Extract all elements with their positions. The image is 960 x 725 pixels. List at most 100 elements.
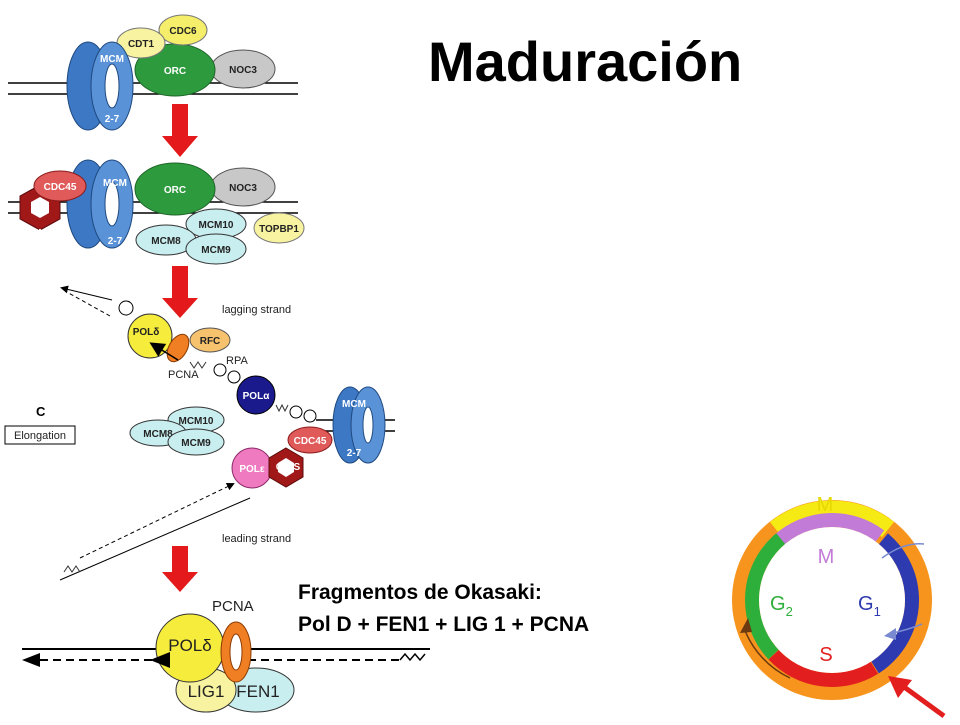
pol-delta-label: POLδ xyxy=(168,636,211,655)
pcna-label: PCNA xyxy=(168,369,199,381)
m-outer-label: M xyxy=(817,494,834,516)
mcm-ring-hole xyxy=(104,181,120,227)
gins-label: GINS xyxy=(276,462,301,473)
mcm-sub-label: 2-7 xyxy=(108,236,123,247)
primer-zigzag xyxy=(399,652,426,662)
s-phase-arc xyxy=(745,513,919,687)
mcm-sub-label: 2-7 xyxy=(105,114,120,125)
pointer-arrow-icon xyxy=(898,681,946,719)
mcm9-protein xyxy=(167,428,225,456)
okazaki-components: Pol D + FEN1 + LIG 1 + PCNA xyxy=(298,613,589,636)
checkpoint-arrowhead-icon xyxy=(884,628,896,640)
mcm-label: MCM xyxy=(103,178,127,189)
lagging-nascent-line xyxy=(64,290,111,317)
cdc45-label: CDC45 xyxy=(44,182,77,193)
mcm9-label: MCM9 xyxy=(201,245,231,256)
cell-cycle-center xyxy=(759,527,905,673)
cdc45-protein xyxy=(33,170,87,202)
gins-hexagon-hole xyxy=(31,197,49,218)
topbp1-protein xyxy=(253,212,305,244)
rpa-bead xyxy=(303,409,317,423)
mcm-ring-hole xyxy=(104,63,120,109)
orc-protein xyxy=(134,162,216,216)
mcm-ring-hole xyxy=(362,406,374,444)
cdc45-label: CDC45 xyxy=(294,436,327,447)
okazaki-title: Fragmentos de Okasaki: xyxy=(298,581,542,604)
pol-delta-arrow xyxy=(149,342,179,361)
lagging-strand-label: lagging strand xyxy=(222,304,291,316)
pol-epsilon-label: POLε xyxy=(239,464,265,475)
page-title: Maduración xyxy=(428,30,742,93)
fen1-label: FEN1 xyxy=(236,682,279,701)
down-arrow-icon xyxy=(162,104,198,157)
leading-template-line xyxy=(59,497,251,581)
gins-label: GINS xyxy=(28,228,53,239)
primer-zigzag xyxy=(275,403,289,413)
leading-nascent-line xyxy=(79,483,235,559)
mcm-label: MCM xyxy=(100,54,124,65)
noc3-label: NOC3 xyxy=(229,65,257,76)
cdc6-label: CDC6 xyxy=(169,26,197,37)
mcm10-label: MCM10 xyxy=(178,416,213,427)
down-arrow-icon xyxy=(162,546,198,592)
mcm-sub-label: 2-7 xyxy=(347,448,362,459)
cdt1-label: CDT1 xyxy=(128,39,155,50)
g2-phase-arc xyxy=(745,513,920,687)
rpa-bead xyxy=(213,363,227,377)
g2-label: G2 xyxy=(770,593,793,619)
mcm8-label: MCM8 xyxy=(143,429,173,440)
orc-label: ORC xyxy=(164,185,186,196)
lig1-label: LIG1 xyxy=(188,682,225,701)
pol-delta-label: POLδ xyxy=(133,327,160,338)
g1-label: G1 xyxy=(858,593,881,619)
elongation-label-box xyxy=(4,425,76,445)
rpa-label: RPA xyxy=(226,355,248,367)
pol-delta-direction-arrow xyxy=(150,652,170,668)
pol-alpha-protein xyxy=(236,375,276,415)
progression-arrowhead-icon xyxy=(740,618,752,633)
panel-letter: C xyxy=(36,404,46,419)
checkpoint-arrow-icon xyxy=(881,543,925,559)
mcm8-label: MCM8 xyxy=(151,236,181,247)
stage1-prerc-diagram: NOC3 ORC CDC6 CDT1 MCM 2-7 xyxy=(8,14,298,131)
rpa-bead xyxy=(227,370,241,384)
pointer-arrowhead-icon xyxy=(888,676,912,698)
down-arrow-icon xyxy=(162,266,198,318)
stage2-cmg-diagram: NOC3 ORC MCM10 MCM8 MCM9 TOPBP1 MCM 2-7 … xyxy=(8,159,305,265)
elongation-label: Elongation xyxy=(14,430,66,442)
g1-phase-arc xyxy=(745,513,919,687)
progression-arrow-icon xyxy=(743,627,791,679)
rpa-bead xyxy=(118,300,134,316)
cdc45-protein xyxy=(287,426,333,454)
noc3-label: NOC3 xyxy=(229,183,257,194)
arrowhead-icon xyxy=(22,653,40,667)
mcm10-label: MCM10 xyxy=(198,220,233,231)
cell-cycle-diagram: M M G2 G1 S xyxy=(732,494,946,719)
leading-strand-label: leading strand xyxy=(222,533,291,545)
gins-hexagon-hole xyxy=(278,458,294,477)
pcna-ring-hole xyxy=(229,633,243,671)
g1-main: G xyxy=(858,593,874,615)
g1-sub: 1 xyxy=(874,604,881,619)
mcm-label: MCM xyxy=(342,399,366,410)
rpa-bead xyxy=(289,405,303,419)
rfc-protein xyxy=(189,327,231,353)
g2-sub: 2 xyxy=(786,604,793,619)
cdc6-protein xyxy=(158,14,208,46)
pcna-ring xyxy=(166,333,190,363)
mcm9-label: MCM9 xyxy=(181,438,211,449)
pol-alpha-label: POLα xyxy=(243,391,271,402)
lagging-template-line xyxy=(60,285,113,301)
stage4-maturation-diagram: PCNA FEN1 LIG1 POLδ xyxy=(22,598,430,713)
g2-main: G xyxy=(770,593,786,615)
mcm9-protein xyxy=(185,233,247,265)
primer-zigzag xyxy=(63,565,81,573)
primer-zigzag xyxy=(189,361,207,369)
s-label: S xyxy=(819,644,832,666)
pcna-label: PCNA xyxy=(212,598,254,615)
orc-label: ORC xyxy=(164,66,186,77)
m-inner-label: M xyxy=(818,546,835,568)
topbp1-label: TOPBP1 xyxy=(259,224,299,235)
